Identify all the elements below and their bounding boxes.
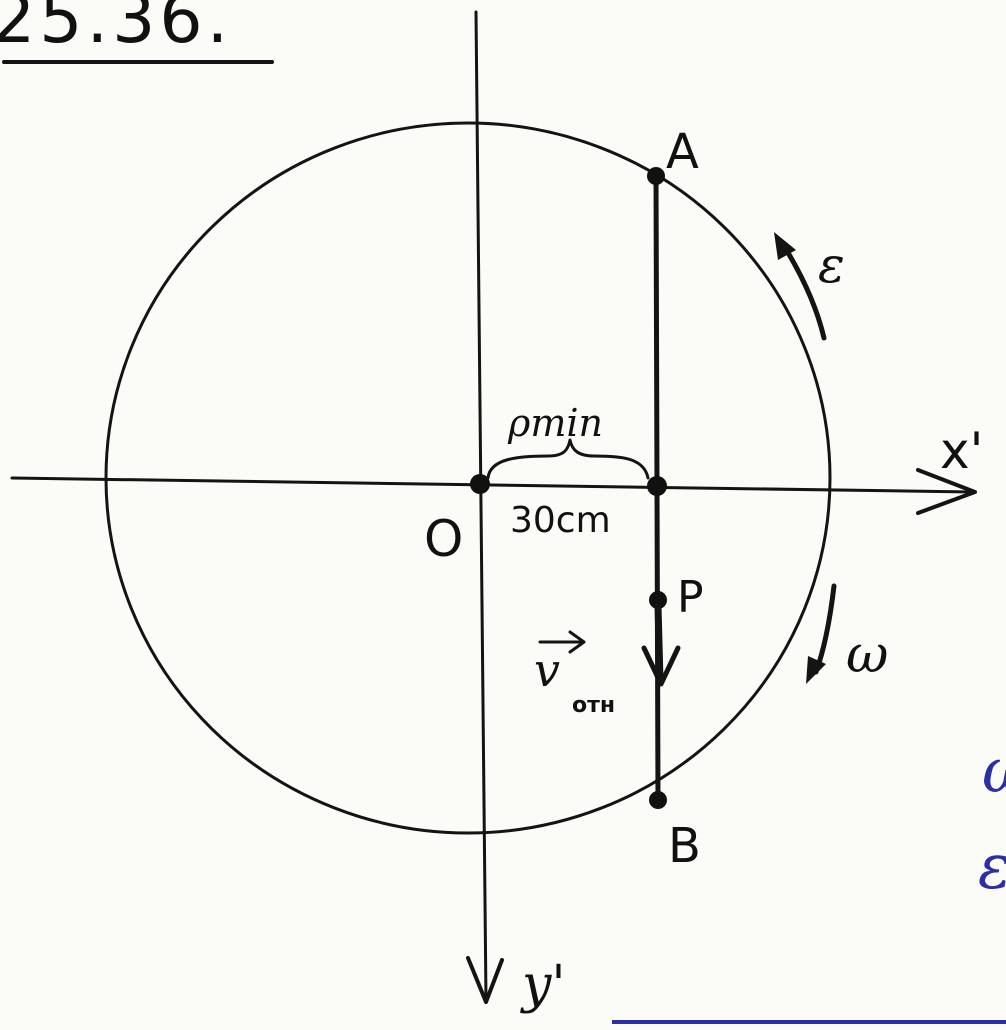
y-axis-label: y' <box>520 955 566 1015</box>
problem-number: 25.36. <box>0 0 232 59</box>
rotating-disk-circle <box>104 121 832 835</box>
point-p-dot <box>649 591 667 609</box>
velocity-vector-shaft <box>654 602 664 684</box>
omega-arc-arrow <box>813 583 837 675</box>
point-intersection-dot <box>647 476 667 496</box>
x-axis-arrowhead <box>916 468 977 515</box>
rho-min-brace <box>486 438 650 480</box>
margin-fragment-omega: ω <box>982 734 1006 807</box>
velocity-subscript: отн <box>572 693 615 718</box>
point-a-dot <box>647 167 665 185</box>
point-b-dot <box>649 791 667 809</box>
omega-label: ω <box>846 625 888 685</box>
x-axis-label: x' <box>940 422 983 480</box>
distance-label: 30cm <box>510 500 611 541</box>
point-b-label: B <box>668 818 701 874</box>
origin-label: O <box>424 510 463 568</box>
epsilon-label: ε <box>818 236 845 294</box>
point-a-label: A <box>666 124 699 180</box>
margin-fragment-epsilon: ε <box>978 830 1006 903</box>
velocity-vector-arrowhead <box>641 645 681 687</box>
y-axis-arrowhead <box>466 956 504 1004</box>
epsilon-arc-arrow <box>781 243 827 341</box>
epsilon-arrowhead <box>774 232 796 260</box>
y-axis-line <box>474 10 488 1002</box>
rho-min-label: ρmin <box>507 401 603 445</box>
omega-arrowhead <box>806 656 826 684</box>
velocity-label: v <box>534 643 560 697</box>
origin-dot <box>470 474 490 494</box>
point-p-label: P <box>677 572 704 623</box>
x-axis-line <box>10 476 974 494</box>
vector-overline-arrow <box>538 630 586 654</box>
